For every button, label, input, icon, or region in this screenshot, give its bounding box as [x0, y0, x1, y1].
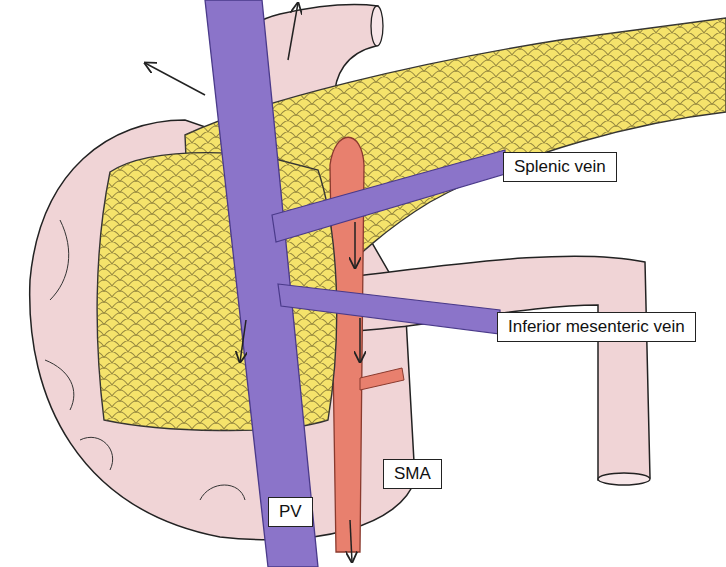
dissection-arrows — [145, 3, 360, 562]
structure-label: Inferior mesenteric vein — [508, 317, 685, 337]
label-box: Splenic vein — [503, 152, 617, 182]
stomach-end — [371, 6, 383, 46]
jejunum-end — [598, 473, 650, 485]
splenic-vein — [272, 150, 505, 242]
jejunum — [320, 256, 650, 480]
portal-vein — [205, 0, 318, 567]
inferior-mesenteric-vein — [278, 284, 500, 334]
structure-label: PV — [279, 502, 302, 522]
label-box: Inferior mesenteric vein — [497, 312, 696, 342]
label-box: SMA — [383, 459, 442, 489]
structure-label: Splenic vein — [514, 157, 606, 177]
structure-label: SMA — [394, 464, 431, 484]
label-box: PV — [268, 497, 313, 527]
sma-branch — [360, 368, 404, 390]
